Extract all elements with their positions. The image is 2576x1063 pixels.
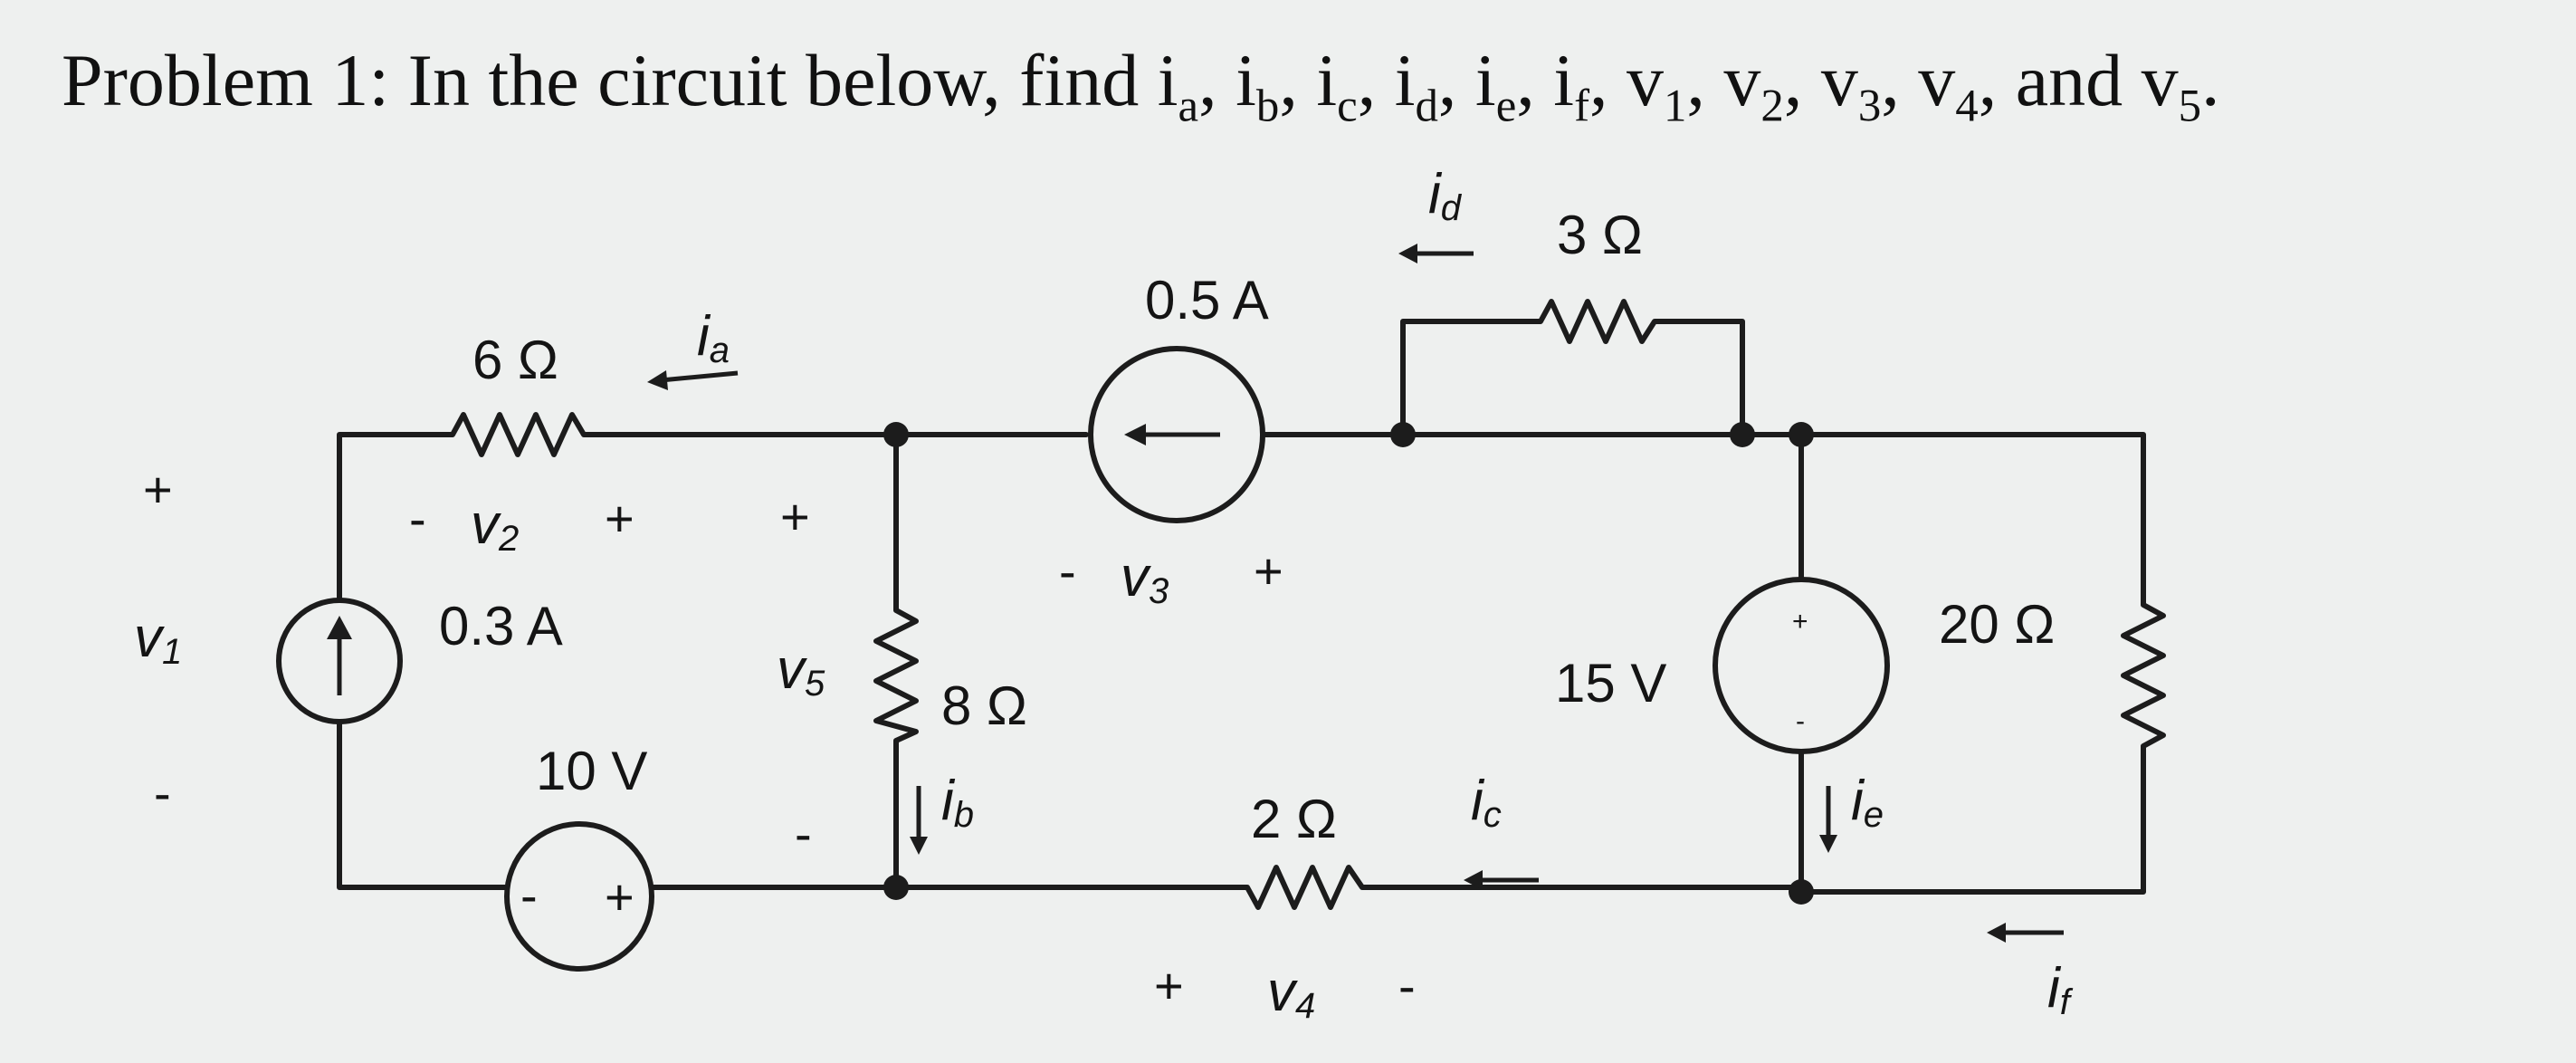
svg-text:v1: v1 <box>134 607 182 672</box>
label-8ohm: 8 Ω <box>941 675 1027 736</box>
voltage-v5: + v5 - <box>777 488 825 862</box>
label-15v: 15 V <box>1555 653 1666 713</box>
v1-plus: + <box>143 461 173 518</box>
label-0-5a: 0.5 A <box>1145 270 1269 330</box>
unknown-v4: v4 <box>1918 39 1979 131</box>
svg-text:v3: v3 <box>1121 546 1169 611</box>
node-top-right-a <box>1730 422 1755 447</box>
label-ic: ic <box>1471 770 1502 835</box>
label-10v: 10 V <box>536 741 647 801</box>
circuit-wires <box>337 319 2146 895</box>
resistor-3ohm <box>1527 299 1668 344</box>
unknown-v2: v2 <box>1723 39 1784 131</box>
unknown-id: id <box>1394 39 1438 131</box>
label-ie: ie <box>1851 770 1884 835</box>
unknown-ic: ic <box>1316 39 1358 131</box>
src-15v-plus: + <box>1792 607 1808 637</box>
wire-bottom-right <box>1798 753 2146 895</box>
wire-top-right <box>1740 432 2146 596</box>
node-top-right-b <box>1789 422 1814 447</box>
unknown-ia: ia <box>1157 39 1199 131</box>
current-source-0-5a <box>1088 346 1265 523</box>
src-15v-minus: - <box>1796 706 1805 736</box>
unknown-list: ia, ib, ic, id, ie, if, v1, v2, v3, v4, … <box>1157 39 2202 131</box>
label-if: if <box>2047 957 2074 1022</box>
problem-statement: Problem 1: In the circuit below, find ia… <box>62 39 2220 131</box>
voltage-source-15v: + - <box>1713 577 1890 754</box>
v5-plus: + <box>780 488 810 545</box>
voltage-v3: - v3 + <box>1059 542 1283 611</box>
node-top-left <box>883 422 909 447</box>
problem-label: Problem 1: <box>62 39 390 121</box>
src-10v-plus: + <box>605 868 634 925</box>
unknown-v5: v5 <box>2141 39 2202 131</box>
v2-plus: + <box>605 490 634 547</box>
resistor-20ohm <box>2121 590 2166 759</box>
svg-text:v4: v4 <box>1267 961 1315 1026</box>
resistor-8ohm <box>873 595 919 754</box>
wire-3ohm-right <box>1663 319 1745 437</box>
unknown-v3: v3 <box>1820 39 1882 131</box>
unknown-v1: v1 <box>1627 39 1687 131</box>
v1-minus: - <box>154 764 171 821</box>
label-id: id <box>1428 163 1463 228</box>
label-ib: ib <box>941 770 974 835</box>
v4-minus: - <box>1398 957 1416 1014</box>
label-ia: ia <box>697 305 730 370</box>
voltage-v2: - v2 + <box>409 490 634 559</box>
arrow-ia-icon <box>660 370 739 383</box>
node-bottom-left <box>883 875 909 900</box>
node-top-mid <box>1390 422 1416 447</box>
unknown-ie: ie <box>1474 39 1517 131</box>
label-3ohm: 3 Ω <box>1557 205 1643 265</box>
svg-text:v5: v5 <box>777 638 825 704</box>
label-0-3a: 0.3 A <box>439 596 563 656</box>
label-6ohm: 6 Ω <box>472 330 558 390</box>
v3-plus: + <box>1254 542 1283 599</box>
problem-text: In the circuit below, find <box>407 39 1140 121</box>
circuit-nodes <box>883 422 1814 905</box>
v5-minus: - <box>795 805 812 862</box>
voltage-v1: + v1 - <box>134 461 182 821</box>
resistor-2ohm <box>1233 865 1383 910</box>
wire-bottom-left <box>337 717 510 890</box>
voltage-source-10v: - + <box>504 821 654 972</box>
label-2ohm: 2 Ω <box>1251 789 1337 849</box>
v4-plus: + <box>1154 957 1184 1014</box>
label-20ohm: 20 Ω <box>1939 594 2055 655</box>
v2-minus: - <box>409 490 426 547</box>
wire-3ohm-left <box>1400 319 1532 437</box>
unknown-if: if <box>1553 39 1589 131</box>
current-arrows <box>647 244 2064 943</box>
svg-text:v2: v2 <box>471 493 519 559</box>
node-bottom-right <box>1789 879 1814 905</box>
resistor-6ohm <box>436 412 600 457</box>
wire-top-left <box>337 432 442 605</box>
src-10v-minus: - <box>520 867 538 924</box>
current-source-0-3a <box>276 598 403 724</box>
v3-minus: - <box>1059 542 1076 599</box>
voltage-v4: + v4 - <box>1154 957 1416 1026</box>
unknown-ib: ib <box>1236 39 1280 131</box>
